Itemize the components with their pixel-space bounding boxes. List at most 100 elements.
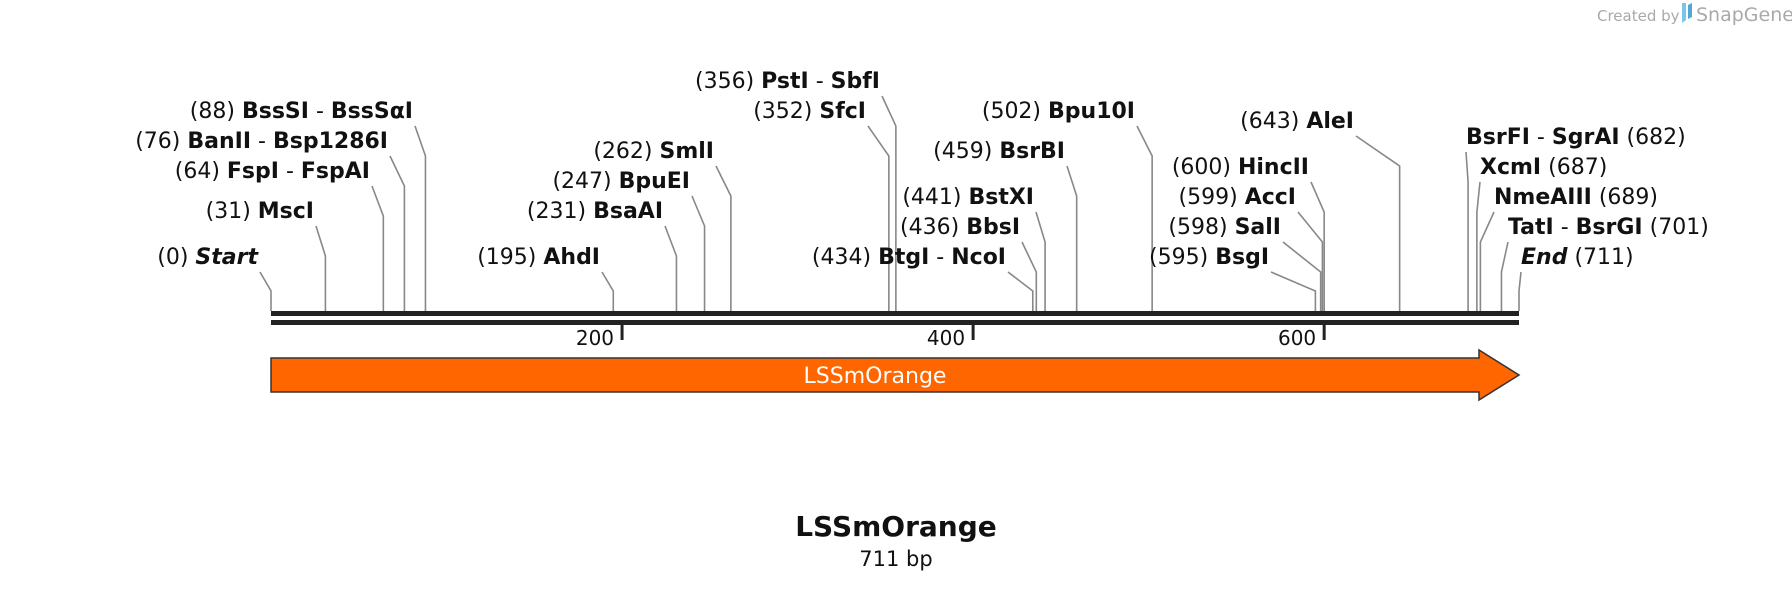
site-position: (599) [1179,185,1245,210]
site-leader-line [389,155,406,311]
site-label-bsaai[interactable]: (231) BsaAI [527,199,663,224]
site-name: BstXI [968,185,1034,210]
site-name: HincII [1238,155,1309,180]
ruler-tick [620,325,624,340]
svg-text:(502) Bpu10I: (502) Bpu10I [982,99,1135,124]
svg-text:(434) BtgI - NcoI: (434) BtgI - NcoI [812,245,1006,270]
site-leaders [259,95,1522,311]
site-label-msci[interactable]: (31) MscI [206,199,314,224]
site-label-btgi[interactable]: (434) BtgI - NcoI [812,245,1006,270]
site-label-tati[interactable]: TatI - BsrGI (701) [1508,215,1709,240]
site-label-start[interactable]: (0) Start [157,245,259,270]
svg-text:(195) AhdI: (195) AhdI [477,245,600,270]
feature-arrow-lssmorange[interactable] [270,348,1521,402]
site-leader-line [1035,211,1046,311]
site-leader-line [867,125,890,311]
svg-text:(31) MscI: (31) MscI [206,199,314,224]
site-name: SfcI [819,99,866,124]
site-position: (701) [1643,215,1709,240]
site-label-alei[interactable]: (643) AleI [1240,109,1354,134]
site-leader-line [1476,181,1481,311]
site-name: BsgI [1215,245,1269,270]
svg-text:(352) SfcI: (352) SfcI [753,99,866,124]
snapgene-brand: SnapGene [1696,4,1792,26]
site-name: BsrFI [1466,125,1530,150]
site-name: BsrBI [999,139,1065,164]
site-position: (356) [695,69,761,94]
site-position: (436) [900,215,966,240]
site-name-2: NcoI [951,245,1006,270]
site-leader-line [1136,125,1153,311]
site-leader-line [1465,151,1469,311]
site-position: (502) [982,99,1048,124]
svg-text:(76) BanII - Bsp1286I: (76) BanII - Bsp1286I [135,129,388,154]
site-label-bsrbi[interactable]: (459) BsrBI [933,139,1065,164]
site-name: SmlI [660,139,715,164]
site-label-nmeaiii[interactable]: NmeAIII (689) [1494,185,1658,210]
site-label-end[interactable]: End (711) [1521,245,1634,270]
site-leader-line [1270,271,1317,311]
site-label-bsssi[interactable]: (88) BssSI - BssSαI [190,99,413,124]
svg-text:(600) HincII: (600) HincII [1172,155,1309,180]
site-label-xcmi[interactable]: XcmI (687) [1480,155,1607,180]
svg-text:(436) BbsI: (436) BbsI [900,215,1020,240]
site-label-fspi[interactable]: (64) FspI - FspAI [175,159,370,184]
site-name: TatI [1508,215,1554,240]
site-leader-line [1282,241,1322,311]
site-position: (643) [1240,109,1306,134]
snapgene-logo-icon [1682,3,1692,23]
site-name: FspI [227,159,279,184]
site-position: (459) [933,139,999,164]
site-position: (598) [1168,215,1234,240]
site-position: (352) [753,99,819,124]
svg-text:NmeAIII (689): NmeAIII (689) [1494,185,1658,210]
site-name: BsaAI [593,199,663,224]
site-label-acci[interactable]: (599) AccI [1179,185,1296,210]
site-leader-line [259,271,272,311]
site-position: (231) [527,199,593,224]
site-leader-line [881,95,897,311]
backbone-top-strand [271,311,1519,316]
svg-text:BsrFI - SgrAI (682): BsrFI - SgrAI (682) [1466,125,1686,150]
site-leader-line [1021,241,1038,311]
svg-text:(247) BpuEI: (247) BpuEI [552,169,690,194]
svg-text:(231) BsaAI: (231) BsaAI [527,199,663,224]
site-name-2: FspAI [301,159,370,184]
site-label-sfci[interactable]: (352) SfcI [753,99,866,124]
svg-text:(599) AccI: (599) AccI [1179,185,1296,210]
site-label-banii[interactable]: (76) BanII - Bsp1286I [135,129,388,154]
svg-text:(64) FspI - FspAI: (64) FspI - FspAI [175,159,370,184]
site-label-ahdi[interactable]: (195) AhdI [477,245,600,270]
site-leader-line [1007,271,1034,311]
svg-text:(262) SmlI: (262) SmlI [593,139,714,164]
site-name: BanII [187,129,251,154]
sequence-title: LSSmOrange [795,510,997,543]
site-label-hincii[interactable]: (600) HincII [1172,155,1309,180]
site-label-sali[interactable]: (598) SalI [1168,215,1281,240]
svg-text:(88) BssSI - BssSαI: (88) BssSI - BssSαI [190,99,413,124]
site-label-bpuei[interactable]: (247) BpuEI [552,169,690,194]
site-name-2: BssSαI [331,99,413,124]
site-name: End [1521,245,1568,270]
site-label-psti[interactable]: (356) PstI - SbfI [695,69,880,94]
site-name: AccI [1245,185,1296,210]
site-position: (76) [135,129,187,154]
svg-text:(595) BsgI: (595) BsgI [1149,245,1269,270]
site-name-2: SgrAI [1552,125,1620,150]
site-label-bstxi[interactable]: (441) BstXI [902,185,1034,210]
site-position: (64) [175,159,227,184]
site-label-smli[interactable]: (262) SmlI [593,139,714,164]
site-label-bbsi[interactable]: (436) BbsI [900,215,1020,240]
site-label-bsrfi[interactable]: BsrFI - SgrAI (682) [1466,125,1686,150]
site-position: (687) [1541,155,1607,180]
site-leader-line [715,165,732,311]
site-label-bpu10i[interactable]: (502) Bpu10I [982,99,1135,124]
svg-text:(441) BstXI: (441) BstXI [902,185,1034,210]
site-position: (600) [1172,155,1238,180]
site-label-bsgi[interactable]: (595) BsgI [1149,245,1269,270]
site-name: PstI [761,69,809,94]
site-name-2: BsrGI [1576,215,1643,240]
site-labels: (0) Start (31) MscI (64) FspI - FspAI (76) … [135,69,1709,270]
